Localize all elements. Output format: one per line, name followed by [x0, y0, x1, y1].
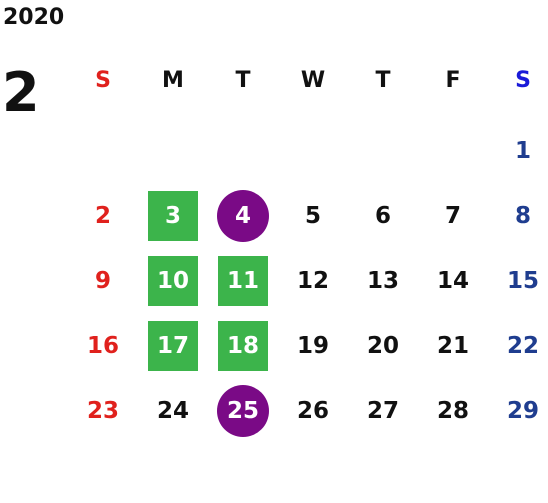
- weekday-6: S: [515, 68, 531, 93]
- day-cell[interactable]: 29: [488, 378, 548, 443]
- day-number: 5: [304, 202, 321, 229]
- day-number: 2: [94, 202, 111, 229]
- day-number: 20: [366, 332, 399, 359]
- weekday-4: T: [375, 68, 391, 93]
- day-number: 22: [506, 332, 539, 359]
- day-cell-highlight-square[interactable]: 18: [208, 313, 278, 378]
- day-number: 25: [217, 384, 269, 437]
- day-number: 14: [436, 267, 469, 294]
- day-cell-highlight-circle[interactable]: 4: [208, 183, 278, 248]
- day-cell[interactable]: 2: [68, 183, 138, 248]
- day-number: 9: [94, 267, 111, 294]
- day-cell[interactable]: 1: [488, 118, 548, 183]
- day-number: 1: [514, 137, 531, 164]
- empty-cell: [348, 118, 418, 183]
- day-number: 27: [366, 397, 399, 424]
- day-cell-highlight-square[interactable]: 11: [208, 248, 278, 313]
- day-number: 15: [506, 267, 539, 294]
- day-cell-highlight-square[interactable]: 3: [138, 183, 208, 248]
- day-number: 29: [506, 397, 539, 424]
- day-number: 4: [217, 189, 269, 242]
- day-number: 8: [514, 202, 531, 229]
- day-number: [428, 126, 478, 176]
- day-number: 19: [296, 332, 329, 359]
- day-number: [288, 126, 338, 176]
- day-cell[interactable]: 22: [488, 313, 548, 378]
- day-cell[interactable]: 5: [278, 183, 348, 248]
- weekday-3: W: [300, 68, 326, 93]
- day-cell[interactable]: 28: [418, 378, 488, 443]
- day-cell[interactable]: 8: [488, 183, 548, 248]
- day-cell[interactable]: 21: [418, 313, 488, 378]
- day-cell[interactable]: 16: [68, 313, 138, 378]
- day-number: 13: [366, 267, 399, 294]
- empty-cell: [68, 118, 138, 183]
- day-cell[interactable]: 7: [418, 183, 488, 248]
- day-cell[interactable]: 9: [68, 248, 138, 313]
- day-number: [148, 126, 198, 176]
- day-number: 3: [148, 190, 198, 241]
- weekday-5: F: [445, 68, 461, 93]
- day-number: 17: [148, 320, 198, 371]
- day-number: [358, 126, 408, 176]
- empty-cell: [278, 118, 348, 183]
- day-number: 11: [218, 255, 268, 306]
- day-cell[interactable]: 20: [348, 313, 418, 378]
- day-number: 7: [444, 202, 461, 229]
- weekday-2: T: [235, 68, 251, 93]
- day-number: [218, 126, 268, 176]
- empty-cell: [208, 118, 278, 183]
- day-number: 16: [86, 332, 119, 359]
- day-cell[interactable]: 14: [418, 248, 488, 313]
- day-number: 21: [436, 332, 469, 359]
- day-number: 18: [218, 320, 268, 371]
- weekday-1: M: [162, 68, 184, 93]
- day-number: 23: [86, 397, 119, 424]
- day-number: 6: [374, 202, 391, 229]
- weekday-0: S: [95, 68, 111, 93]
- day-number: 10: [148, 255, 198, 306]
- day-cell-highlight-square[interactable]: 17: [138, 313, 208, 378]
- day-cell[interactable]: 27: [348, 378, 418, 443]
- day-cell-highlight-circle[interactable]: 25: [208, 378, 278, 443]
- day-number: 24: [156, 397, 189, 424]
- day-cell[interactable]: 12: [278, 248, 348, 313]
- day-cell[interactable]: 13: [348, 248, 418, 313]
- empty-cell: [138, 118, 208, 183]
- day-cell-highlight-square[interactable]: 10: [138, 248, 208, 313]
- empty-cell: [418, 118, 488, 183]
- day-number: 28: [436, 397, 469, 424]
- day-cell[interactable]: 23: [68, 378, 138, 443]
- day-cell[interactable]: 19: [278, 313, 348, 378]
- day-cell[interactable]: 6: [348, 183, 418, 248]
- day-number: [78, 126, 128, 176]
- day-cell[interactable]: 26: [278, 378, 348, 443]
- day-number: 12: [296, 267, 329, 294]
- day-cell[interactable]: 15: [488, 248, 548, 313]
- year-label: 2020: [3, 5, 65, 30]
- day-number: 26: [296, 397, 329, 424]
- month-number: 2: [2, 61, 40, 124]
- day-cell[interactable]: 24: [138, 378, 208, 443]
